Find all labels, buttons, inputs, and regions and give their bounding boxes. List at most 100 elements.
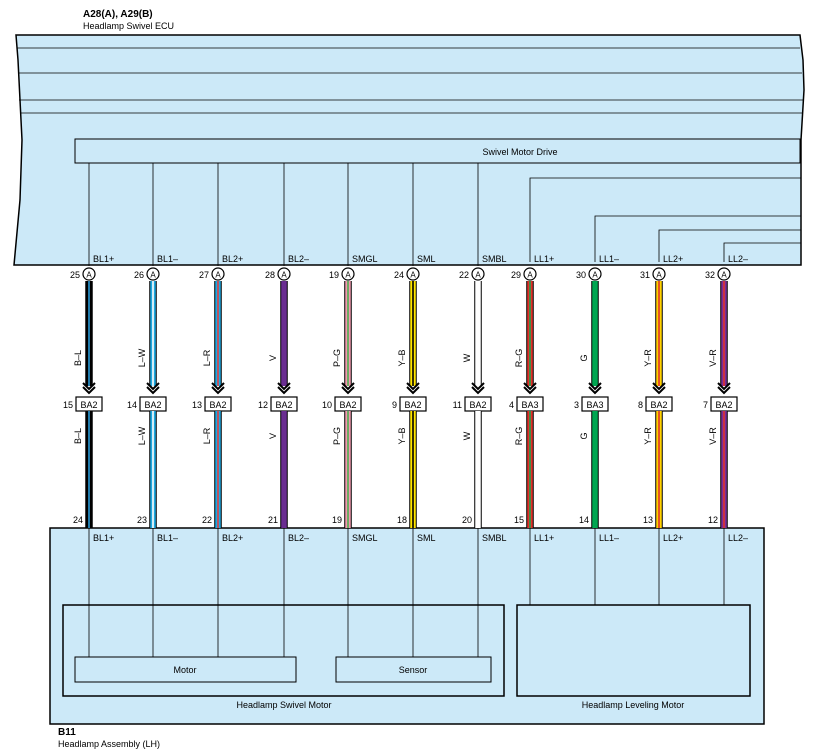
wire-color-upper-4: P–G (332, 349, 342, 367)
assembly-pin-number-9: 13 (643, 515, 653, 525)
connector-arrow-1-a (146, 382, 160, 391)
ecu-connector-letter-0: A (86, 271, 92, 280)
wire-color-upper-8: G (579, 354, 589, 361)
wire-color-lower-3: V (268, 433, 278, 439)
junction-label-1: BA2 (144, 400, 161, 410)
ecu-signal-label-6: SMBL (482, 254, 507, 264)
junction-pin-1: 14 (127, 400, 137, 410)
ecu-signal-label-0: BL1+ (93, 254, 114, 264)
ecu-pin-number-2: 27 (199, 270, 209, 280)
connector-arrow-5-b (406, 386, 420, 395)
ecu-pin-number-7: 29 (511, 270, 521, 280)
wire-color-lower-0: B–L (73, 428, 83, 444)
ecu-code: A28(A), A29(B) (83, 9, 153, 20)
leveling-traces (529, 177, 801, 262)
junction-pin-0: 15 (63, 400, 73, 410)
ecu-signal-label-5: SML (417, 254, 436, 264)
junction-label-3: BA2 (275, 400, 292, 410)
wire-color-lower-9: Y–R (643, 427, 653, 445)
ecu-pin-circle-3 (277, 267, 291, 281)
assembly-signal-label-1: BL1– (157, 533, 178, 543)
junction-label-4: BA2 (339, 400, 356, 410)
wire-color-upper-2: L–R (202, 349, 212, 366)
assembly-signal-label-4: SMGL (352, 533, 378, 543)
junction-label-10: BA2 (715, 400, 732, 410)
ecu-connector-letter-6: A (475, 271, 481, 280)
sensor-label: Sensor (399, 665, 428, 675)
assembly-code: B11 (58, 727, 76, 738)
assembly-signal-label-0: BL1+ (93, 533, 114, 543)
connector-arrow-6-b (471, 386, 485, 395)
junction-pin-7: 4 (509, 400, 514, 410)
ecu-pin-circle-2 (211, 267, 225, 281)
wire-color-lower-7: R–G (514, 427, 524, 446)
assembly-pin-number-1: 23 (137, 515, 147, 525)
junction-label-5: BA2 (404, 400, 421, 410)
ecu-pin-number-8: 30 (576, 270, 586, 280)
ecu-connector-letter-4: A (345, 271, 351, 280)
junction-pin-6: 11 (453, 400, 462, 410)
connector-arrow-2-a (211, 382, 225, 391)
ecu-pin-number-10: 32 (705, 270, 715, 280)
assembly-name: Headlamp Assembly (LH) (58, 739, 160, 749)
assembly-signal-label-9: LL2+ (663, 533, 683, 543)
junction-pin-2: 13 (192, 400, 202, 410)
motor-box (74, 656, 297, 683)
assembly-pin-number-5: 18 (397, 515, 407, 525)
assembly-pin-number-0: 24 (73, 515, 83, 525)
ecu-signal-label-7: LL1+ (534, 254, 554, 264)
connector-arrow-4-b (341, 386, 355, 395)
ecu-pin-circle-9 (652, 267, 666, 281)
wire-color-lower-5: Y–B (397, 427, 407, 444)
junction-pin-9: 8 (638, 400, 643, 410)
assembly-signal-label-6: SMBL (482, 533, 507, 543)
wire-color-upper-10: V–R (708, 349, 718, 367)
junction-label-8: BA3 (586, 400, 603, 410)
assembly-body (49, 527, 765, 725)
wire-color-upper-9: Y–R (643, 349, 653, 367)
connector-arrow-3-a (277, 382, 291, 391)
wire-color-upper-5: Y–B (397, 349, 407, 366)
ecu-signal-label-4: SMGL (352, 254, 378, 264)
wire-color-upper-3: V (268, 355, 278, 361)
assembly-pin-number-8: 14 (579, 515, 589, 525)
assembly-signal-label-8: LL1– (599, 533, 619, 543)
connector-arrow-8-b (588, 386, 602, 395)
ecu-pin-number-5: 24 (394, 270, 404, 280)
ecu-pin-circle-1 (146, 267, 160, 281)
junction-pin-5: 9 (392, 400, 397, 410)
connector-arrow-2-b (211, 386, 225, 395)
ecu-pin-number-3: 28 (265, 270, 275, 280)
ecu-signal-label-10: LL2– (728, 254, 748, 264)
connector-arrow-3-b (277, 386, 291, 395)
ecu-connector-letter-9: A (656, 271, 662, 280)
wire-color-lower-1: L–W (137, 426, 147, 445)
ecu-connector-letter-8: A (592, 271, 598, 280)
swivel-motor-drive-block (74, 138, 801, 164)
connector-arrow-7-a (523, 382, 537, 391)
wire-color-lower-8: G (579, 432, 589, 439)
connector-arrow-7-b (523, 386, 537, 395)
junction-pin-4: 10 (322, 400, 332, 410)
connector-arrow-6-a (471, 382, 485, 391)
leveling-motor-label: Headlamp Leveling Motor (582, 700, 685, 710)
ecu-pin-circle-0 (82, 267, 96, 281)
ecu-pin-number-1: 26 (134, 270, 144, 280)
wire-color-lower-10: V–R (708, 427, 718, 445)
ecu-signal-label-1: BL1– (157, 254, 178, 264)
wire-color-lower-4: P–G (332, 427, 342, 445)
assembly-pin-number-3: 21 (268, 515, 278, 525)
connector-arrow-9-a (652, 382, 666, 391)
ecu-signal-label-9: LL2+ (663, 254, 683, 264)
ecu-pin-circle-10 (717, 267, 731, 281)
ecu-connector-letter-5: A (410, 271, 416, 280)
ecu-signal-label-3: BL2– (288, 254, 309, 264)
assembly-pin-number-7: 15 (514, 515, 524, 525)
ecu-pin-circle-5 (406, 267, 420, 281)
junction-label-7: BA3 (521, 400, 538, 410)
connector-arrow-4-a (341, 382, 355, 391)
wire-color-upper-1: L–W (137, 348, 147, 367)
wire-color-upper-0: B–L (73, 350, 83, 366)
assembly-pin-number-4: 19 (332, 515, 342, 525)
swivel-motor-drive-label: Swivel Motor Drive (482, 147, 557, 157)
